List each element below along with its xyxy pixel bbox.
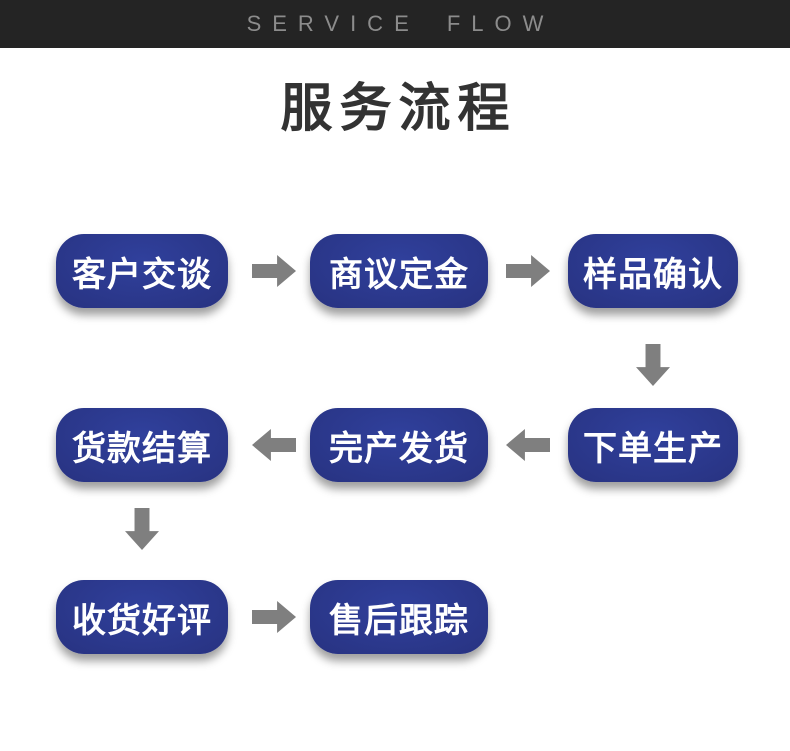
flow-node-label: 完产发货 [329, 429, 469, 468]
arrow-right-icon [252, 601, 296, 633]
arrow-right-icon [506, 255, 550, 287]
flow-node-label: 样品确认 [583, 255, 723, 294]
page-title: 服务流程 [280, 80, 517, 138]
flow-node-label: 货款结算 [72, 429, 212, 468]
flow-node-customer-discussion: 客户交谈 [56, 234, 228, 308]
banner-title: SERVICE FLOW [246, 11, 555, 36]
flow-node-label: 下单生产 [583, 429, 723, 468]
arrow-down-icon [636, 344, 670, 386]
flow-node-receipt-review: 收货好评 [56, 580, 228, 654]
flow-node-payment-settlement: 货款结算 [56, 408, 228, 482]
header-banner: SERVICE FLOW [0, 0, 790, 48]
flow-node-sample-confirmation: 样品确认 [568, 234, 738, 308]
flow-node-deposit-negotiation: 商议定金 [310, 234, 488, 308]
flow-node-order-production: 下单生产 [568, 408, 738, 482]
arrow-left-icon [252, 429, 296, 461]
arrow-right-icon [252, 255, 296, 287]
arrow-down-icon [125, 508, 159, 550]
flow-node-label: 商议定金 [329, 255, 469, 294]
flow-node-finish-shipping: 完产发货 [310, 408, 488, 482]
flow-node-label: 收货好评 [72, 601, 212, 640]
flow-node-after-sales-tracking: 售后跟踪 [310, 580, 488, 654]
flow-node-label: 售后跟踪 [329, 601, 469, 640]
arrow-left-icon [506, 429, 550, 461]
flow-node-label: 客户交谈 [72, 255, 212, 294]
